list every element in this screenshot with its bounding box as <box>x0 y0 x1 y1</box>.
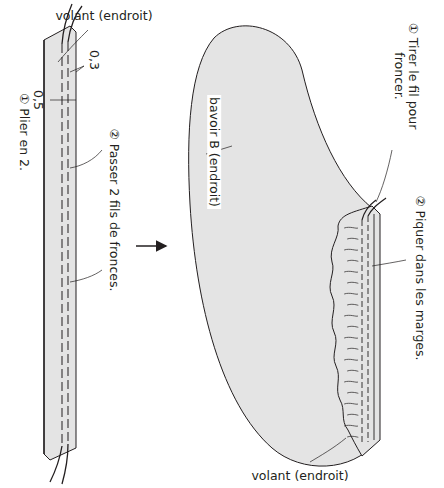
part-label: volant (endroit) <box>55 9 152 23</box>
gather-line <box>344 425 358 427</box>
part-label: bavoir B (endroit) <box>207 95 221 209</box>
step-instruction: ② Passer 2 fils de fronces. <box>107 129 121 292</box>
gather-line <box>347 392 358 394</box>
gather-line <box>347 326 358 328</box>
gather-line <box>347 414 358 416</box>
step-instruction: ① Plier en 2. <box>17 93 31 171</box>
gather-line <box>347 282 358 284</box>
gather-line <box>344 315 358 317</box>
step-arrow <box>136 245 166 247</box>
gather-line <box>344 271 358 273</box>
gather-line <box>344 359 358 361</box>
step-instruction: ① Tirer le fil pour froncer. <box>392 1 421 151</box>
gather-line <box>347 260 358 262</box>
gather-line <box>344 403 358 405</box>
folded-ruffle <box>44 4 102 484</box>
gather-line <box>344 381 358 383</box>
gather-line <box>344 249 358 251</box>
gather-line <box>347 238 358 240</box>
gather-line <box>344 293 358 295</box>
gathered-ruffle <box>310 150 406 462</box>
gather-line <box>344 337 358 339</box>
dimension: 0,3 <box>87 50 101 70</box>
gather-line <box>347 348 358 350</box>
dimension: 0,5 <box>31 90 45 110</box>
step-instruction: ② Piquer dans les marges. <box>413 195 427 360</box>
gather-line <box>347 436 358 438</box>
gather-line <box>344 227 358 229</box>
part-label: volant (endroit) <box>251 469 348 483</box>
gather-line <box>347 370 358 372</box>
gather-line <box>347 304 358 306</box>
